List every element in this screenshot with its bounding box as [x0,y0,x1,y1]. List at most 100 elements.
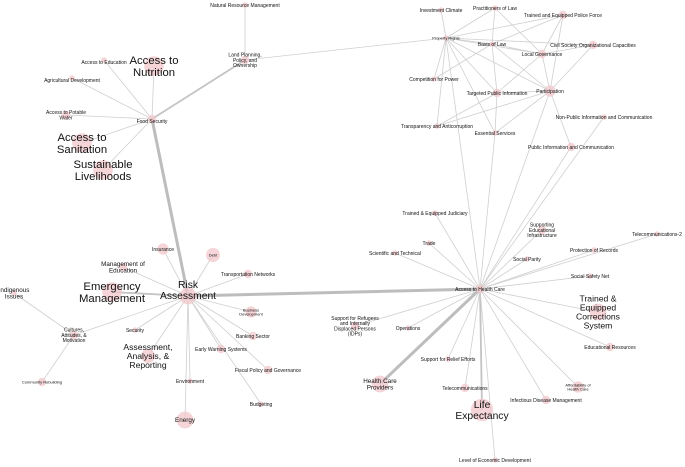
node-spr[interactable]: Protection of Records [570,247,619,254]
edge-ra-ahc [187,287,481,298]
node-debt[interactable]: Debt [206,248,220,262]
node-bud[interactable]: Budgeting [250,401,273,408]
node-label-lg: Local Governance [522,52,563,58]
node-npi[interactable]: Non-Public Information and Communication [556,114,653,121]
node-csoc[interactable]: Civil Society Organizational Capacities [550,40,636,50]
edge-ra-energy [184,295,189,421]
node-aedu[interactable]: Access to Education [81,57,127,66]
edge-pr-tac [436,37,447,127]
node-tel[interactable]: Telecommunications [442,383,488,393]
edge-led-ahc [479,288,496,461]
node-lg[interactable]: Local Governance [522,49,563,59]
edge-ra-env [187,295,191,382]
node-label-csoc: Civil Society Organizational Capacities [550,43,636,49]
node-cam[interactable]: Cultures,Attitudes, &Motivation [61,328,87,345]
node-fpg[interactable]: Fiscal Policy and Governance [235,365,301,375]
node-sat[interactable]: Scientific and Technical [369,250,421,257]
node-ic[interactable]: Investment Climate [420,7,463,14]
node-es[interactable]: Essential Services [475,130,516,137]
node-ahc[interactable]: Access to Health Care [455,284,505,294]
edge-ra-tn [187,273,249,297]
node-dot-npi [601,114,607,120]
edge-pr-ahc [445,37,481,290]
edge-pr-tpi [445,37,498,94]
node-bs[interactable]: Banking Sector [236,331,270,341]
node-bol[interactable]: Basis of Law [478,41,507,48]
node-label-trade: Trade [423,241,436,247]
node-cfp[interactable]: Competition for Power [409,76,459,83]
node-pol[interactable]: Practitioners of Law [473,5,517,12]
node-dot-tel2 [654,231,660,237]
node-energy[interactable]: Energy [175,411,196,429]
edge-part-pic [549,90,572,148]
node-tpi[interactable]: Targeted Public Information [467,88,528,98]
node-idm[interactable]: Infectious Disease Management [510,395,582,405]
node-label-tn: Transportation Networks [221,272,276,278]
node-dot-bol [489,41,495,47]
node-ssn[interactable]: Social Safety Net [571,273,610,280]
node-label-aedu: Access to Education [81,60,127,66]
node-sec[interactable]: Security [126,327,145,334]
node-nrm[interactable]: Natural Resource Management [210,2,280,9]
node-tepf[interactable]: Trained and Equipped Police Force [524,10,602,20]
node-cr[interactable]: Community Rebuilding [22,377,62,387]
node-pic[interactable]: Public Information and Communication [528,142,614,152]
edge-pr-pol [445,7,496,39]
node-led[interactable]: Level of Economic Development [459,457,531,464]
node-ops[interactable]: Operations [396,325,421,332]
node-label-erc: Educational Resources [584,345,636,351]
node-label-pr: Property Rights [432,35,460,40]
node-trade[interactable]: Trade [423,240,436,247]
node-label-led: Level of Economic Development [459,458,531,464]
node-tej[interactable]: Trained & Equipped Judiciary [402,210,468,217]
node-tn[interactable]: Transportation Networks [221,269,276,279]
node-tel2[interactable]: Telecommunications-2 [632,231,682,238]
edge-fs-asan [81,118,153,144]
node-sp[interactable]: Social Parity [513,256,541,263]
node-fs[interactable]: Food Security [137,114,168,125]
node-label-energy: Energy [175,417,196,424]
node-ews[interactable]: Early Warning Systems [195,344,247,354]
node-env[interactable]: Environment [176,378,205,385]
edge-ra-sec [134,295,189,331]
node-sre[interactable]: Support for Relief Efforts [421,356,476,363]
edge-pr-csoc [445,37,594,46]
node-aar[interactable]: Assessment,Analysis, &Reporting [123,342,172,370]
edge-lp-pr [244,37,447,61]
edge-lg-tpi [496,53,543,94]
node-agdev[interactable]: Agricultural Development [44,75,101,84]
node-dot-erc [605,342,615,352]
node-tac[interactable]: Transparency and Anticorruption [401,123,473,130]
edge-lg-part [541,53,551,92]
node-label-tac: Transparency and Anticorruption [401,124,473,130]
node-label-tej: Trained & Equipped Judiciary [402,211,468,217]
node-dot-aohc [572,381,584,393]
node-part[interactable]: Participation [536,85,564,97]
node-pr[interactable]: Property Rights [432,35,460,41]
node-ins[interactable]: Insurance [152,243,174,255]
node-dot-nrm [242,2,248,8]
node-erc[interactable]: Educational Resources [584,342,636,352]
node-dot-idm [541,395,551,405]
